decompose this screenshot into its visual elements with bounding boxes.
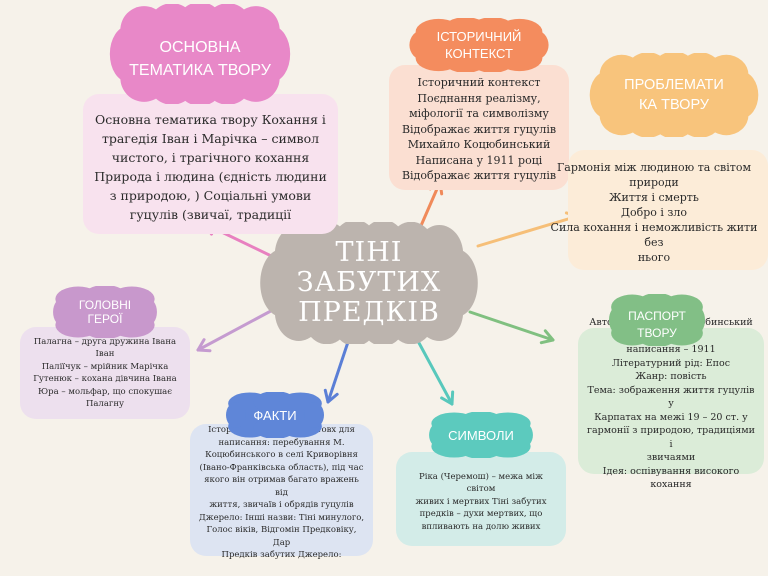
symbols-title: СИМВОЛИ: [448, 427, 514, 443]
cloud-shape: [109, 4, 291, 104]
passport-connector: [468, 310, 555, 345]
historical-text: Історичний контекст Поєднання реалізму, …: [401, 76, 557, 183]
problems-cloud: ПРОБЛЕМАТИ КА ТВОРУ: [588, 53, 760, 137]
main-theme-text: Основна тематика твору Кохання і трагеді…: [94, 112, 327, 222]
passport-box: Автор – Михайло Коцюбинський Рік написан…: [578, 317, 764, 490]
historical-box: Історичний контекст Поєднання реалізму, …: [389, 65, 569, 190]
cloud-shape: [429, 412, 533, 458]
main-theme-cloud: ОСНОВНА ТЕМАТИКА ТВОРУ: [108, 4, 292, 104]
cloud-shape: [53, 286, 157, 338]
heroes-title: ГОЛОВНІ ГЕРОЇ: [78, 298, 132, 326]
facts-title: ФАКТИ: [253, 407, 297, 423]
facts-box: Історія написання: Поштовх для написання…: [190, 424, 373, 560]
cloud-shape: [589, 53, 759, 137]
cloud-shape: [409, 18, 549, 72]
problems-text: Гармонія між людиною та світом природи Ж…: [550, 160, 758, 264]
facts-cloud: ФАКТИ: [225, 392, 325, 438]
heroes-cloud: ГОЛОВНІ ГЕРОЇ: [52, 286, 158, 338]
historical-cloud: ІСТОРИЧНИЙ КОНТЕКСТ: [408, 18, 550, 72]
symbols-box: Ріка (Черемош) – межа між світом живих і…: [396, 452, 566, 546]
main-theme-title: ОСНОВНА ТЕМАТИКА ТВОРУ: [129, 39, 271, 79]
passport-cloud: ПАСПОРТ ТВОРУ: [608, 294, 706, 346]
main-theme-box: Основна тематика твору Кохання і трагеді…: [83, 94, 338, 234]
center-topic-cloud: ТІНІ ЗАБУТИХ ПРЕДКІВ: [258, 222, 480, 344]
heroes-box: Палагна – друга дружина Івана Іван Палії…: [20, 327, 190, 419]
center-topic-title: ТІНІ ЗАБУТИХ ПРЕДКІВ: [296, 237, 442, 328]
problems-box: Гармонія між людиною та світом природи Ж…: [551, 150, 768, 270]
passport-title: ПАСПОРТ ТВОРУ: [628, 309, 686, 340]
heroes-text: Палагна – друга дружина Івана Іван Палії…: [33, 336, 177, 410]
problems-title: ПРОБЛЕМАТИ КА ТВОРУ: [624, 77, 724, 113]
facts-text: Історія написання: Поштовх для написання…: [198, 425, 365, 561]
cloud-shape: [608, 294, 706, 346]
passport-text: Автор – Михайло Коцюбинський Рік написан…: [587, 317, 755, 491]
historical-title: ІСТОРИЧНИЙ КОНТЕКСТ: [436, 29, 522, 61]
cloud-shape: [226, 392, 324, 438]
symbols-cloud: СИМВОЛИ: [428, 412, 534, 458]
symbols-text: Ріка (Черемош) – межа між світом живих і…: [415, 471, 547, 532]
cloud-shape: [260, 222, 478, 344]
heroes-connector: [196, 303, 284, 353]
